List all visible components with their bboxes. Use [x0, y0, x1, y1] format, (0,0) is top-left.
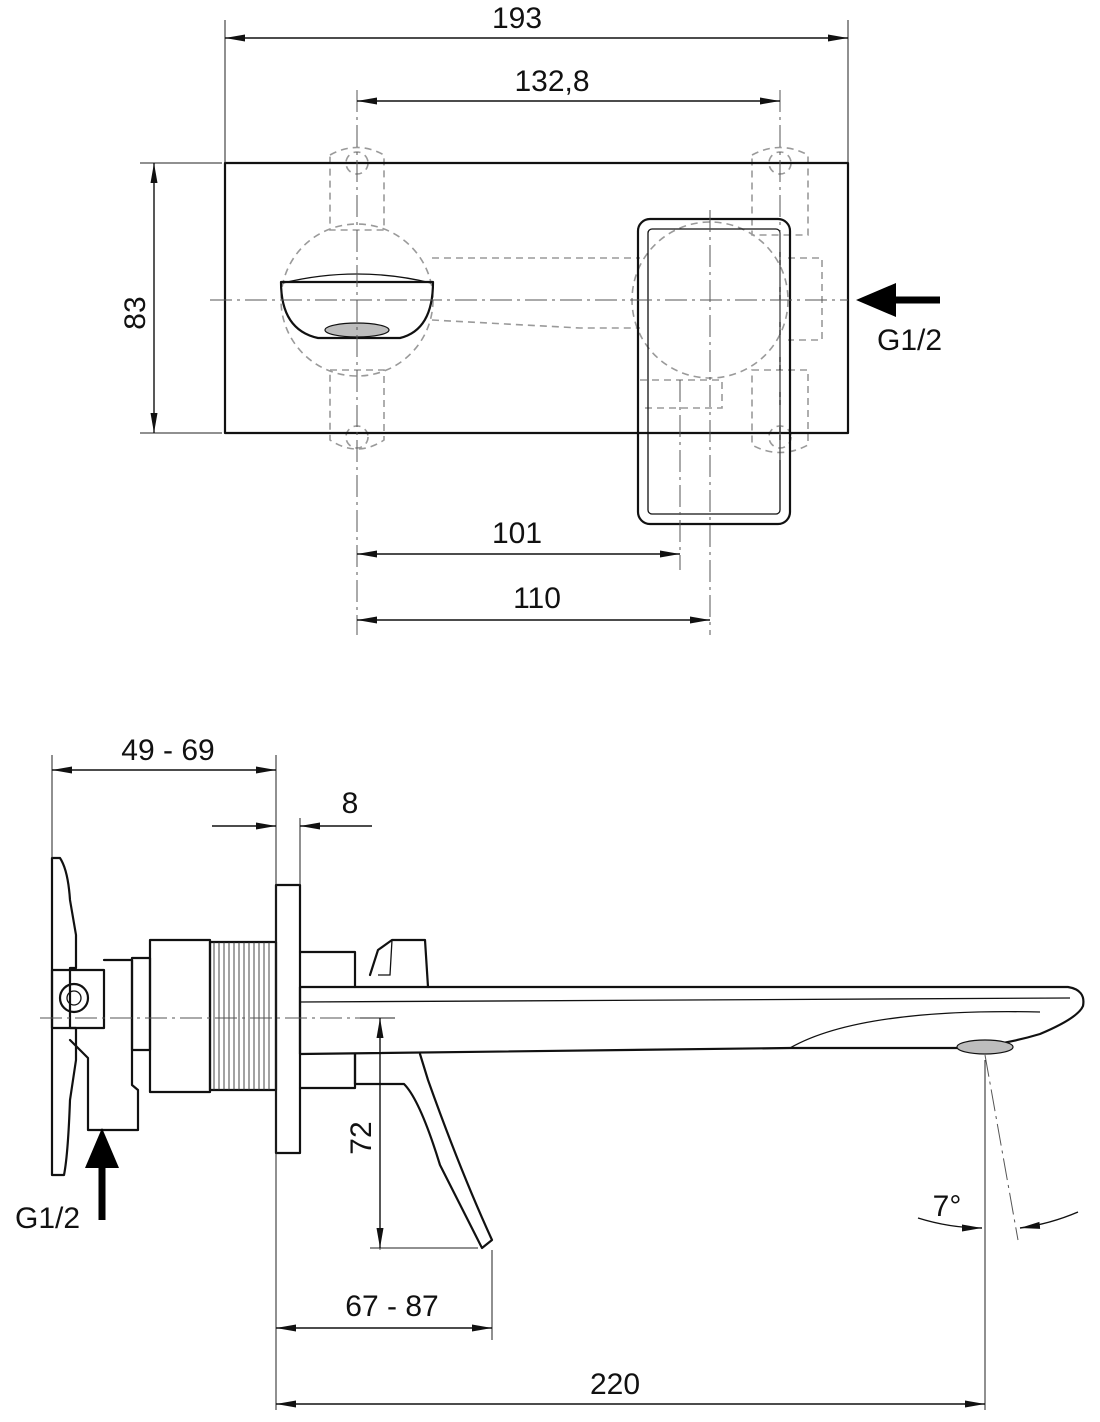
dim-lever-drop: 72	[345, 1121, 378, 1154]
threaded-body-outline	[130, 938, 278, 1094]
dim-plate-thickness: 8	[342, 787, 359, 820]
dim-wall-depth: 49 - 69	[121, 734, 214, 767]
inlet-arrow-up	[85, 1128, 119, 1220]
inlet-arrow-right	[856, 283, 940, 317]
dim-spout-to-lever: 101	[492, 517, 542, 550]
wall-plate-side-outline	[274, 883, 302, 1155]
dim-spout-to-lever-axis: 110	[513, 582, 561, 615]
mounting-bracket-outline	[50, 856, 78, 1177]
dim-spout-projection: 220	[590, 1368, 640, 1401]
dim-height: 83	[119, 296, 152, 329]
inlet-label-side: G1/2	[15, 1202, 80, 1235]
front-view: 193 132,8 83 101 110 G1/2	[119, 2, 942, 635]
inlet-label-top: G1/2	[877, 324, 942, 357]
dim-spray-angle: 7°	[933, 1190, 962, 1223]
wall-plate-outline	[223, 161, 850, 435]
side-view: 49 - 69 8 72 67 - 87 220 7° G1/2	[15, 734, 1085, 1410]
dim-overall-width: 193	[492, 2, 542, 35]
lever-side-outline	[298, 938, 494, 1250]
dim-lever-reach: 67 - 87	[345, 1290, 438, 1323]
lever-front-outline	[636, 217, 792, 526]
dim-hole-spacing: 132,8	[514, 65, 589, 98]
inlet-connector-outline	[50, 958, 140, 1132]
